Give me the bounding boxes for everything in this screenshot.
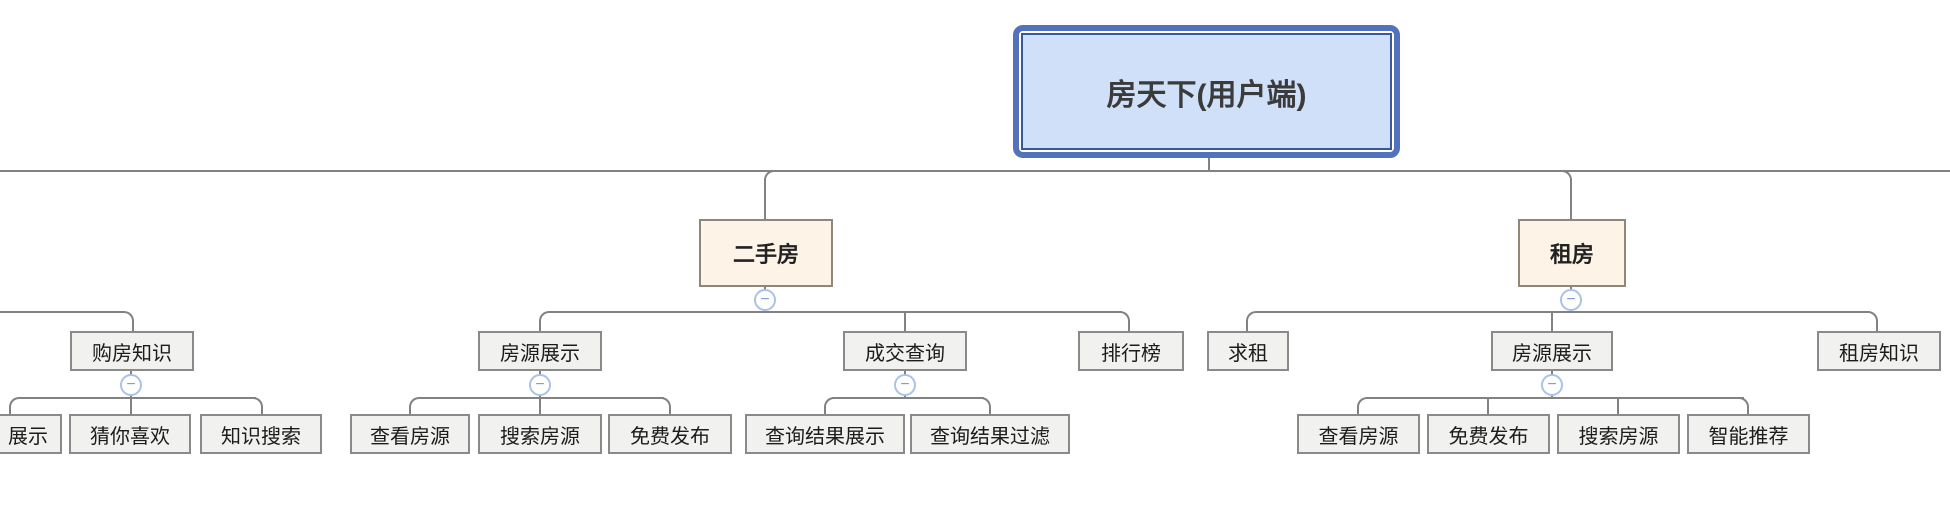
node-listing-display-rent[interactable]: 房源展示 (1491, 331, 1613, 371)
node-view-listings-secondhand[interactable]: 查看房源 (350, 414, 470, 454)
connector-line (18, 397, 256, 399)
connector-corner (1246, 311, 1260, 331)
node-deal-query[interactable]: 成交查询 (843, 331, 967, 371)
connector-line (1551, 311, 1553, 331)
connector-line (0, 170, 1950, 172)
connector-line (130, 397, 132, 414)
node-query-result-filter[interactable]: 查询结果过滤 (910, 414, 1070, 454)
collapse-icon-purchase-knowledge[interactable]: − (120, 374, 142, 396)
connector-corner (249, 397, 263, 414)
node-search-listings-secondhand[interactable]: 搜索房源 (478, 414, 602, 454)
connector-line (1617, 397, 1619, 414)
connector-line (418, 397, 664, 399)
connector-corner (764, 170, 778, 190)
connector-corner (1558, 170, 1572, 190)
collapse-icon-listing-display-secondhand[interactable]: − (529, 374, 551, 396)
node-free-post-rent[interactable]: 免费发布 (1427, 414, 1550, 454)
connector-line (764, 188, 766, 219)
node-knowledge-search[interactable]: 知识搜索 (200, 414, 322, 454)
branch-secondhand[interactable]: 二手房 (699, 219, 833, 287)
connector-line (548, 311, 1122, 313)
connector-line (0, 311, 124, 313)
connector-corner (539, 311, 553, 331)
connector-line (904, 311, 906, 331)
connector-corner (409, 397, 423, 414)
node-rent-knowledge[interactable]: 租房知识 (1817, 331, 1941, 371)
branch-rent[interactable]: 租房 (1518, 219, 1626, 287)
connector-corner (1735, 397, 1749, 414)
connector-corner (1864, 311, 1878, 331)
node-root[interactable]: 房天下(用户端) (1013, 25, 1400, 158)
node-ranking[interactable]: 排行榜 (1078, 331, 1184, 371)
node-free-post-secondhand[interactable]: 免费发布 (608, 414, 732, 454)
node-seek-rent[interactable]: 求租 (1207, 331, 1289, 371)
node-display-partial[interactable]: 展示 (0, 414, 62, 454)
node-smart-recommend[interactable]: 智能推荐 (1687, 414, 1810, 454)
node-query-result-display[interactable]: 查询结果展示 (745, 414, 905, 454)
connector-corner (824, 397, 838, 414)
collapse-icon-listing-display-rent[interactable]: − (1541, 374, 1563, 396)
connector-line (1256, 311, 1870, 313)
connector-line (1570, 188, 1572, 219)
root-label: 房天下(用户端) (1021, 33, 1392, 150)
connector-corner (120, 311, 134, 331)
node-purchase-knowledge[interactable]: 购房知识 (70, 331, 194, 371)
collapse-icon-rent[interactable]: − (1560, 289, 1582, 311)
connector-corner (9, 397, 23, 414)
connector-corner (1116, 311, 1130, 331)
connector-line (539, 397, 541, 414)
connector-line (1366, 397, 1744, 399)
connector-corner (657, 397, 671, 414)
connector-line (832, 397, 984, 399)
connector-line (1487, 397, 1489, 414)
node-guess-you-like[interactable]: 猜你喜欢 (69, 414, 191, 454)
connector-corner (1357, 397, 1371, 414)
connector-corner (977, 397, 991, 414)
collapse-icon-deal-query[interactable]: − (894, 374, 916, 396)
node-listing-display-secondhand[interactable]: 房源展示 (478, 331, 602, 371)
node-view-listings-rent[interactable]: 查看房源 (1297, 414, 1420, 454)
node-search-listings-rent[interactable]: 搜索房源 (1557, 414, 1680, 454)
collapse-icon-secondhand[interactable]: − (754, 289, 776, 311)
connector-line (1208, 158, 1210, 170)
